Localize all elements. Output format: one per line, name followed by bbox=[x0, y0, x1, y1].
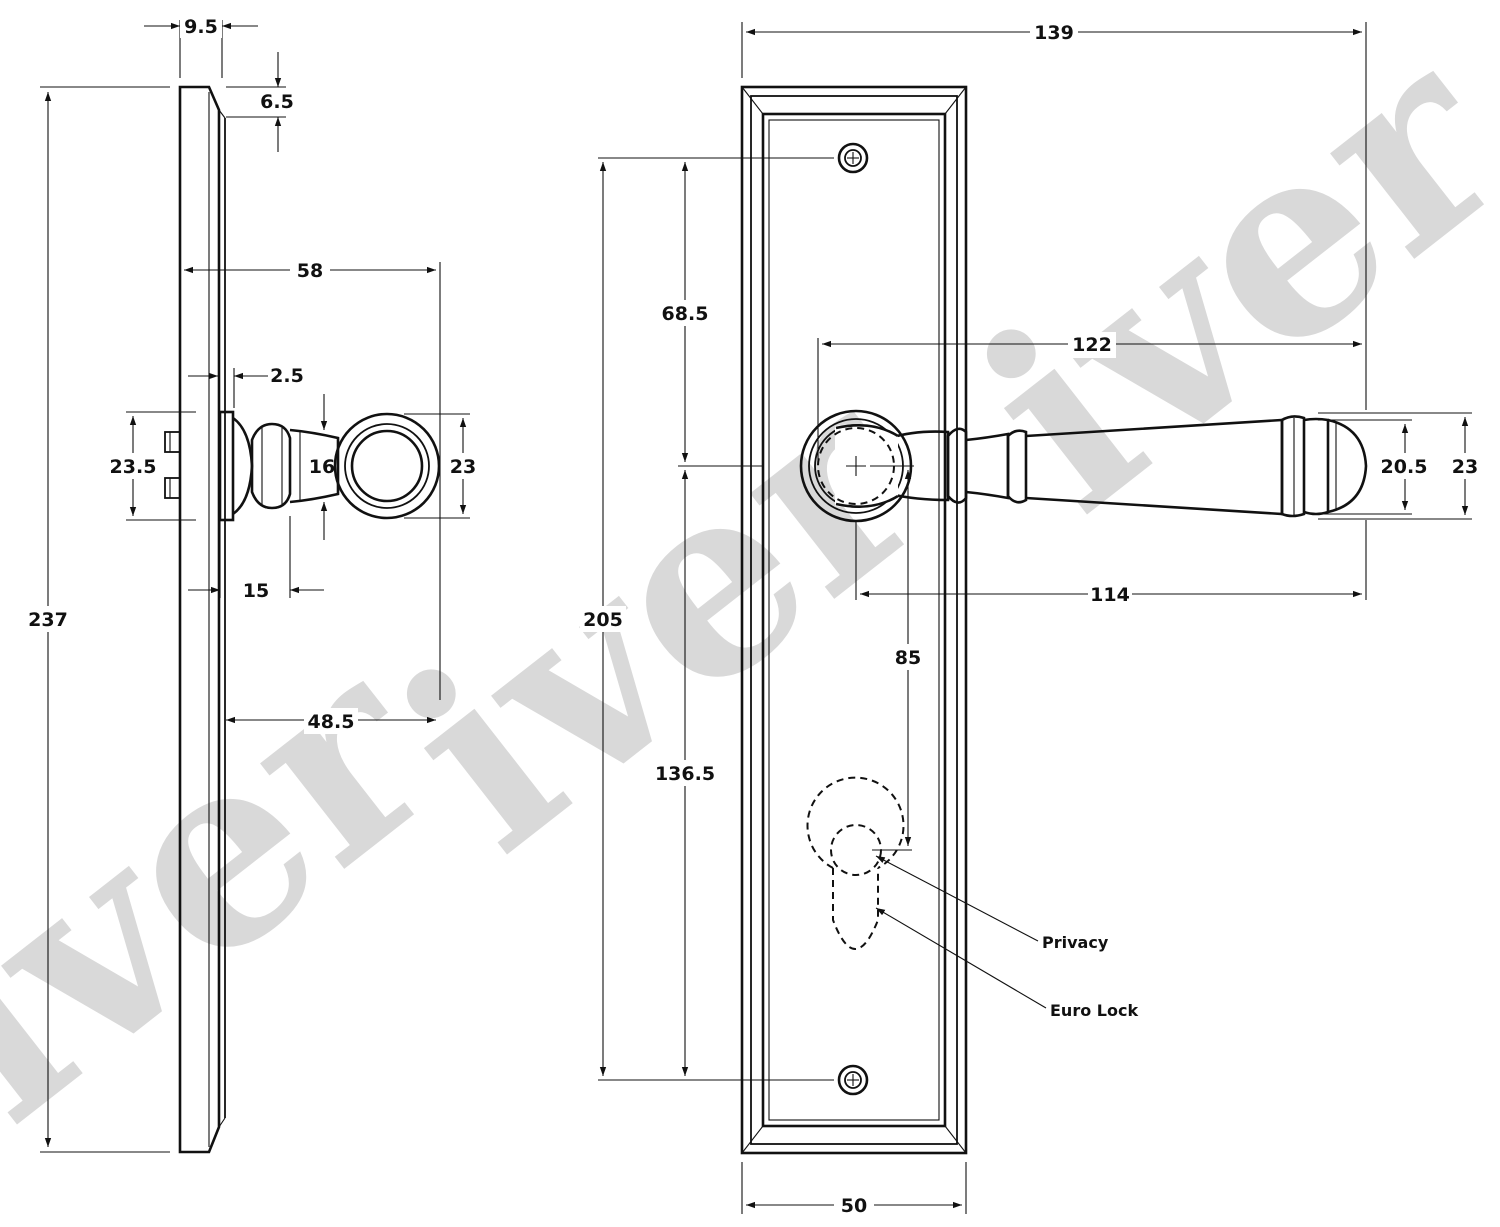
dim-side-projection: 58 bbox=[297, 260, 323, 282]
dim-side-rose-height: 23.5 bbox=[110, 456, 157, 478]
callout-euro-lock: Euro Lock bbox=[1050, 1001, 1138, 1020]
dim-side-neck: 16 bbox=[309, 456, 335, 478]
side-collar bbox=[250, 422, 292, 510]
dim-front-lever-inner: 20.5 bbox=[1381, 456, 1428, 478]
side-stud bbox=[164, 431, 181, 453]
dim-rose-offset: 2.5 bbox=[270, 365, 304, 387]
side-rose bbox=[218, 410, 235, 522]
screw-bottom bbox=[837, 1064, 869, 1096]
dim-front-lever-length: 122 bbox=[1072, 334, 1112, 356]
dim-side-overall-height: 237 bbox=[28, 609, 68, 631]
front-backplate bbox=[740, 85, 968, 1155]
side-stud bbox=[164, 477, 181, 499]
keyhole bbox=[806, 776, 912, 950]
side-grip bbox=[333, 412, 441, 520]
dim-front-plate-width: 50 bbox=[841, 1195, 867, 1217]
dimension-labels: 9.5 6.5 58 2.5 23.5 16 23 15 237 48.5 13… bbox=[26, 12, 1482, 1219]
dim-front-total-width: 139 bbox=[1034, 22, 1074, 44]
watermark-text: iver bbox=[930, 0, 1500, 569]
dim-side-clearance: 48.5 bbox=[308, 711, 355, 733]
screw-top bbox=[837, 142, 869, 174]
dim-side-step: 15 bbox=[243, 580, 269, 602]
dim-side-bevel: 6.5 bbox=[260, 91, 294, 113]
side-neck bbox=[289, 428, 340, 504]
dim-front-centers: 85 bbox=[895, 647, 921, 669]
dim-front-screw-centers: 205 bbox=[583, 609, 623, 631]
dim-front-screw-to-lever: 68.5 bbox=[662, 303, 709, 325]
front-view bbox=[740, 85, 1368, 1155]
dim-side-grip: 23 bbox=[450, 456, 476, 478]
dim-side-top-gap: 9.5 bbox=[184, 16, 218, 38]
dim-front-lever-outer: 23 bbox=[1452, 456, 1478, 478]
callout-privacy: Privacy bbox=[1042, 933, 1109, 952]
dim-front-lever-to-screw: 136.5 bbox=[655, 763, 715, 785]
dim-front-lever-reach: 114 bbox=[1090, 584, 1130, 606]
